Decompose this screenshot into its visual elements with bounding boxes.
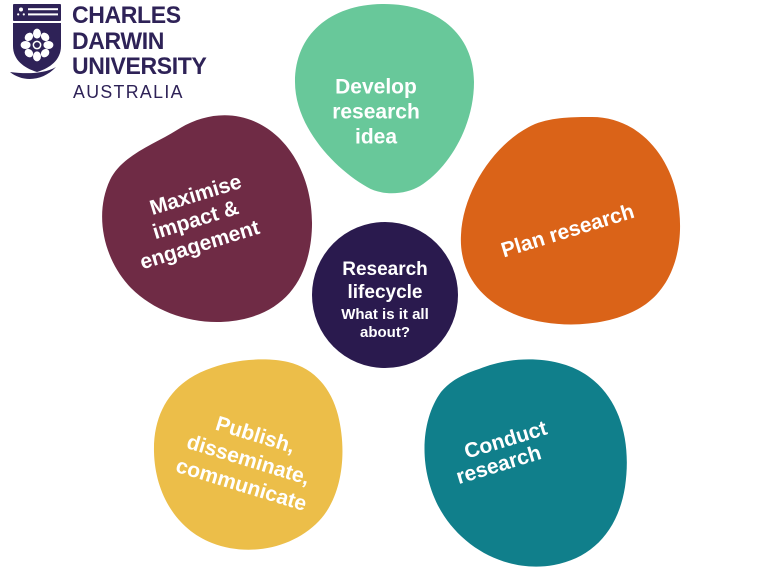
hub-research-lifecycle[interactable]: Research lifecycle What is it all about?: [312, 222, 458, 368]
petal-maximise-impact-engagement[interactable]: Maximise impact & engagement: [102, 115, 313, 323]
hub-title-line2: lifecycle: [348, 282, 423, 303]
petal-shape-orange: [460, 117, 681, 325]
petal-shape-yellow: [153, 359, 343, 550]
hub-subtitle-line1: What is it all: [341, 306, 429, 323]
petal-label-develop-line3: idea: [355, 126, 397, 149]
logo-line-university: UNIVERSITY: [72, 53, 207, 80]
petal-develop-research-idea[interactable]: Develop research idea: [295, 4, 474, 194]
petal-shape-maroon: [102, 115, 313, 323]
petal-publish-disseminate-communicate[interactable]: Publish, disseminate, communicate: [153, 359, 343, 550]
logo-wordmark: CHARLES DARWIN UNIVERSITY AUSTRALIA: [72, 2, 215, 102]
logo-line-australia: AUSTRALIA: [73, 80, 184, 102]
cdu-logo: CHARLES DARWIN UNIVERSITY AUSTRALIA: [8, 2, 223, 100]
hub-title-line1: Research: [342, 259, 428, 280]
petal-label-develop-line2: research: [332, 101, 420, 124]
petal-shape-teal: [424, 359, 627, 567]
petal-shape-green: [295, 4, 474, 194]
petal-label-develop-line1: Develop: [335, 76, 417, 99]
hub-subtitle-line2: about?: [360, 324, 410, 341]
hub-circle: [312, 222, 458, 368]
petal-conduct-research[interactable]: Conduct research: [424, 359, 627, 567]
logo-line-charles: CHARLES: [72, 2, 181, 29]
cdu-shield-crest-icon: [10, 4, 61, 79]
logo-line-darwin: DARWIN: [72, 27, 165, 55]
petal-plan-research[interactable]: Plan research: [460, 117, 681, 325]
